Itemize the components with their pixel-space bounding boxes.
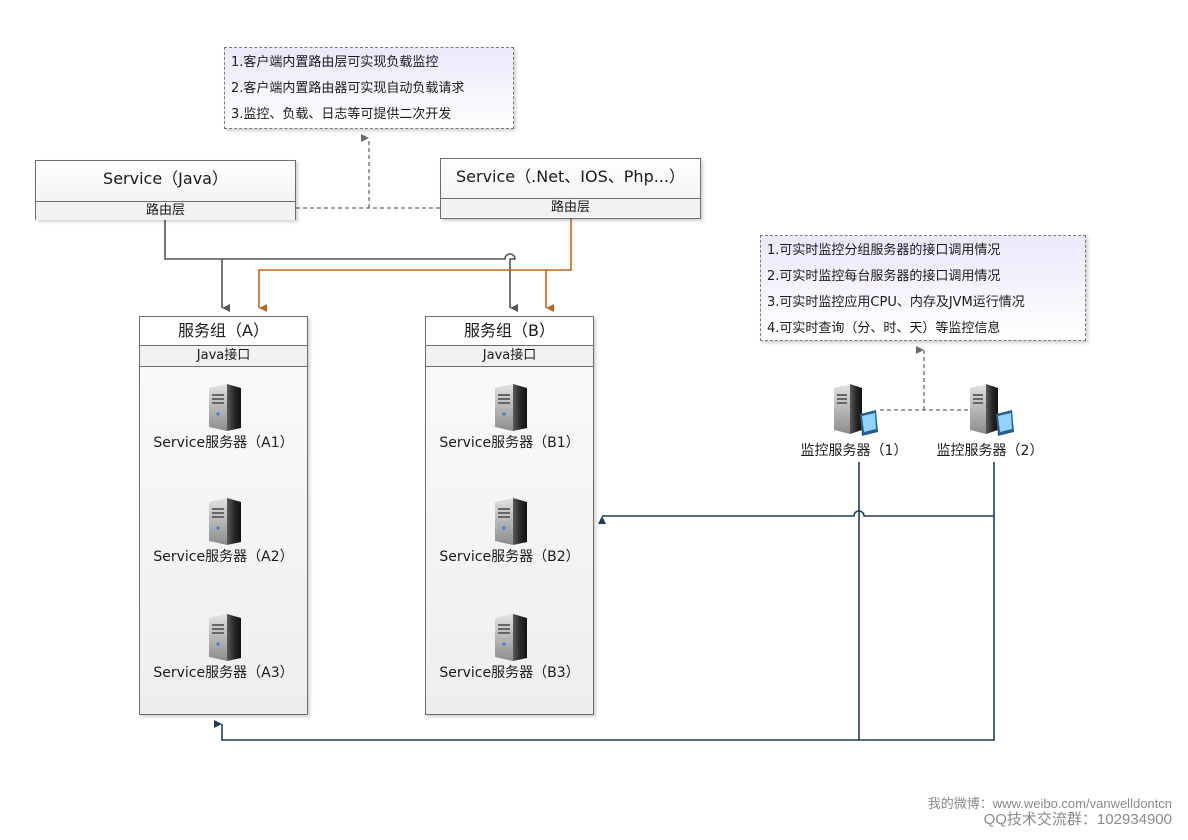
monitoring-note-line: 4.可实时查询（分、时、天）等监控信息 [767,321,1001,336]
monitor-server-icon [834,384,878,436]
server-tower-icon [494,498,527,545]
group-a-title: 服务组（A） [140,317,307,345]
server-b3-label: Service服务器（B3） [439,665,580,681]
server-tower-icon [208,384,241,431]
monitor2-to-group-a [859,516,995,741]
monitor-server-1-label: 监控服务器（1） [800,443,908,459]
net-route-to-a [258,219,572,312]
server-b3: Service服务器（B3） [425,612,594,682]
server-a3-label: Service服务器（A3） [153,665,294,681]
monitor-server-2: 监控服务器（2） [925,380,1055,460]
service-java-title: Service（Java） [36,161,295,201]
service-java-routing-layer: 路由层 [36,201,295,220]
monitor-server-2-label: 监控服务器（2） [936,443,1044,459]
footer-qq-group: QQ技术交流群：102934900 [983,811,1172,828]
monitoring-features-note: 1.可实时监控分组服务器的接口调用情况 2.可实时监控每台服务器的接口调用情况 … [760,235,1086,341]
java-route-to-a [164,220,230,312]
server-a1-label: Service服务器（A1） [153,435,294,451]
routing-note-line: 3.监控、负载、日志等可提供二次开发 [231,107,452,122]
server-tower-icon [494,384,527,431]
server-tower-icon [208,614,241,661]
group-b-interface: Java接口 [426,345,593,367]
monitor1-to-group-a [214,462,860,741]
monitor2-to-group-b [598,462,995,524]
server-tower-icon [208,498,241,545]
monitor-server-1: 监控服务器（1） [789,380,919,460]
monitoring-note-line: 1.可实时监控分组服务器的接口调用情况 [767,243,1001,258]
server-a3: Service服务器（A3） [139,612,308,682]
monitoring-note-line: 3.可实时监控应用CPU、内存及JVM运行情况 [767,295,1025,310]
server-a2-label: Service服务器（A2） [153,549,294,565]
service-net-box: Service（.Net、IOS、Php...） 路由层 [440,158,701,219]
group-a-interface: Java接口 [140,345,307,367]
server-b1: Service服务器（B1） [425,382,594,452]
monitor-server-icon [970,384,1014,436]
server-b2-label: Service服务器（B2） [439,549,580,565]
server-b2: Service服务器（B2） [425,496,594,566]
java-route-to-b [222,253,518,312]
server-tower-icon [494,614,527,661]
routing-features-note: 1.客户端内置路由层可实现负载监控 2.客户端内置路由器可实现自动负载请求 3.… [224,47,514,129]
server-a2: Service服务器（A2） [139,496,308,566]
footer-weibo: 我的微博：www.weibo.com/vanwelldontcn [927,796,1172,811]
monitoring-note-line: 2.可实时监控每台服务器的接口调用情况 [767,269,1001,284]
server-a1: Service服务器（A1） [139,382,308,452]
routing-note-line: 1.客户端内置路由层可实现负载监控 [231,55,439,70]
routing-note-line: 2.客户端内置路由器可实现自动负载请求 [231,81,465,96]
service-net-title: Service（.Net、IOS、Php...） [441,159,700,198]
group-b-title: 服务组（B） [426,317,593,345]
service-net-routing-layer: 路由层 [441,198,700,217]
service-java-box: Service（Java） 路由层 [35,160,296,220]
server-b1-label: Service服务器（B1） [439,435,580,451]
